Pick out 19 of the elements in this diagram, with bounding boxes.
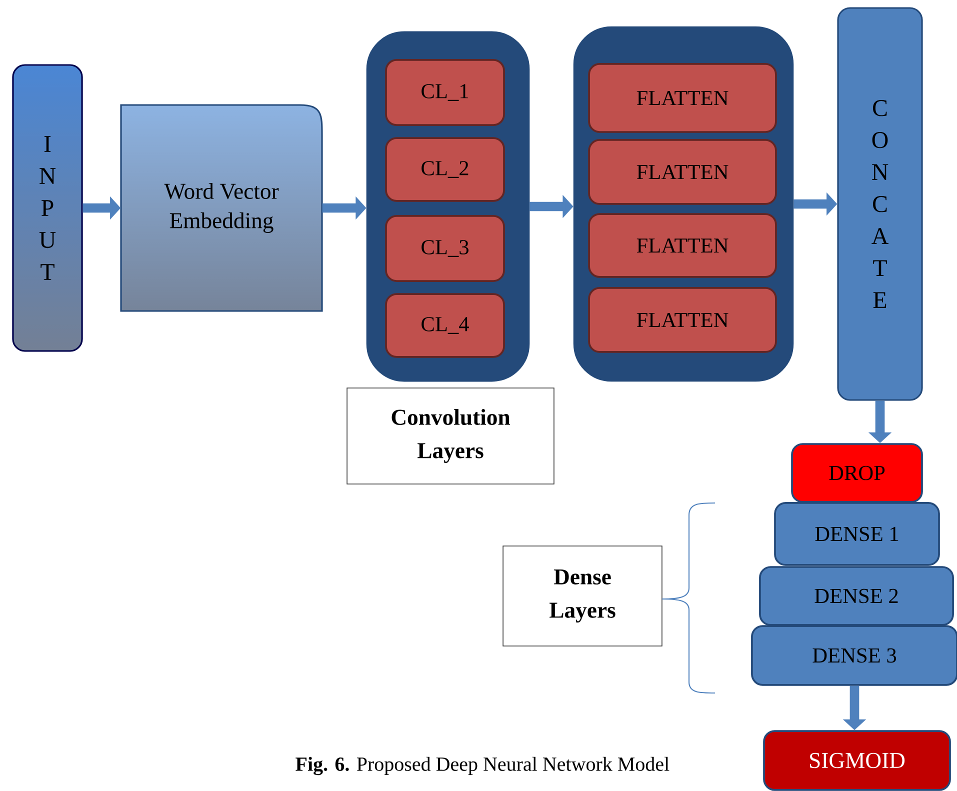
layer-box: CL_2	[385, 137, 505, 202]
dense-box: DENSE 2	[759, 566, 954, 626]
dense-box: DENSE 3	[751, 625, 957, 686]
layer-box: CL_4	[385, 293, 505, 358]
input-bar: I N P U T	[12, 64, 83, 352]
layer-box: FLATTEN	[588, 63, 777, 133]
embedding-box: Word Vector Embedding	[120, 104, 323, 312]
layer-box: FLATTEN	[588, 287, 777, 353]
layer-box: CL_1	[385, 59, 505, 126]
layer-box: FLATTEN	[588, 213, 777, 278]
dense-box: DENSE 1	[774, 502, 940, 566]
output-box: SIGMOID	[763, 730, 951, 791]
layer-box: FLATTEN	[588, 139, 777, 205]
layer-box: CL_3	[385, 215, 505, 282]
group-label-box: Dense Layers	[502, 546, 662, 646]
group-label-box: Convolution Layers	[346, 388, 554, 484]
concat-bar: C O N C A T E	[837, 7, 923, 401]
dropout-box: DROP	[791, 443, 923, 503]
figure-caption: Fig. 6. Proposed Deep Neural Network Model	[296, 756, 670, 776]
